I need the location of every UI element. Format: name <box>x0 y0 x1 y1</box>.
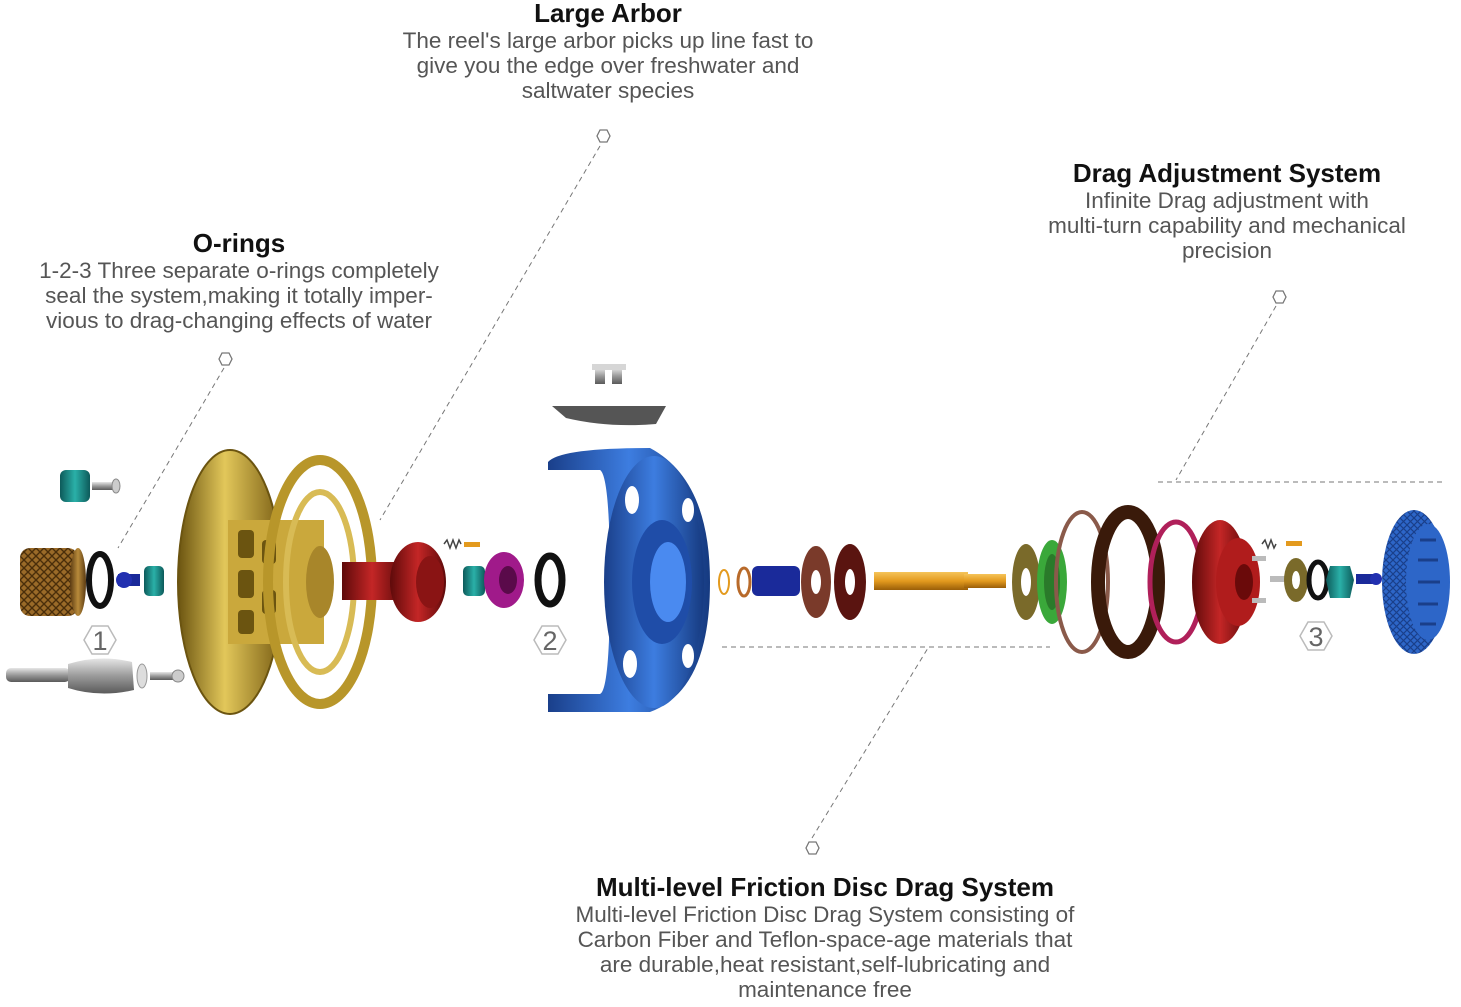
orange-pin-small <box>1286 541 1302 546</box>
teal-spacer <box>144 566 164 596</box>
navy-bearing <box>752 566 800 596</box>
leader-line-friction-disc <box>811 647 929 839</box>
marker-2-label: 2 <box>542 626 557 656</box>
drag-adjustment-line-1: Infinite Drag adjustment with <box>1085 188 1369 213</box>
hex-marker-icon <box>1272 290 1287 304</box>
frame-screw-1 <box>595 368 605 384</box>
drag-adjustment-title: Drag Adjustment System <box>1072 158 1382 188</box>
o-rings-title: O-rings <box>192 228 286 258</box>
hex-marker-icon <box>218 352 233 366</box>
handle-screw <box>150 672 176 680</box>
drag-knob-ribs <box>1418 538 1440 626</box>
orange-shaft-tip <box>964 574 1006 588</box>
handle-knob <box>68 658 134 694</box>
olive-washer-bore <box>1021 568 1031 596</box>
red-hub-assembly <box>342 537 566 622</box>
hex-marker-icon <box>596 129 611 143</box>
leader-markers <box>218 129 1287 855</box>
friction-disc-line-1: Multi-level Friction Disc Drag System co… <box>575 902 1075 927</box>
drag-adjustment-assembly <box>1054 505 1450 659</box>
carbon-disc-bore <box>845 569 855 595</box>
leader-line-drag-adjustment <box>1175 305 1277 481</box>
teal-cap <box>60 470 90 502</box>
friction-disc-line-4: maintenance free <box>738 977 912 1002</box>
marker-2: 2 <box>533 625 567 656</box>
frame-hub <box>650 542 686 622</box>
teal-hex-nut <box>1326 566 1354 598</box>
small-washer-2 <box>736 566 752 598</box>
o-rings-line-2: seal the system,making it totally imper- <box>45 283 433 308</box>
handle-screw-head <box>171 669 185 683</box>
teal-bushing <box>463 566 485 596</box>
friction-disc-line-3: are durable,heat resistant,self-lubricat… <box>599 952 1051 977</box>
o-ring-2 <box>534 552 566 608</box>
large-arbor-line-3: saltwater species <box>521 78 695 103</box>
knurled-nut <box>20 548 78 616</box>
navy-pin-head <box>116 572 132 588</box>
leader-line-o-rings <box>117 367 225 549</box>
black-brown-cup <box>1091 505 1165 659</box>
frame-screw-2 <box>612 368 622 384</box>
left-assembly <box>6 470 185 694</box>
marker-1: 1 <box>83 625 117 656</box>
marker-1-label: 1 <box>92 626 107 656</box>
o-rings-line-3: vious to drag-changing effects of water <box>45 308 433 333</box>
drag-pin-1 <box>1252 556 1266 561</box>
friction-disc-title: Multi-level Friction Disc Drag System <box>595 872 1054 902</box>
handle-shaft <box>6 668 70 682</box>
red-hub-face <box>416 556 444 608</box>
orange-pin <box>464 542 480 547</box>
purple-nut-bore <box>499 566 517 594</box>
small-screw-head <box>111 478 121 494</box>
knurled-nut-face <box>70 548 86 616</box>
brown-disc-1-bore <box>811 570 821 594</box>
gold-spool <box>177 449 377 715</box>
drag-pin-2 <box>1252 598 1266 603</box>
callout-drag-adjustment: Drag Adjustment System Infinite Drag adj… <box>1010 158 1444 263</box>
callout-friction-disc: Multi-level Friction Disc Drag System Mu… <box>530 872 1120 1002</box>
o-ring-3 <box>1306 559 1330 601</box>
reel-seat-foot <box>552 406 666 426</box>
friction-disc-line-2: Carbon Fiber and Teflon-space-age materi… <box>577 927 1073 952</box>
small-washer-1 <box>718 569 730 595</box>
handle-washer <box>136 663 148 689</box>
o-rings-line-1: 1-2-3 Three separate o-rings completely <box>39 258 439 283</box>
frame-windows <box>623 486 694 678</box>
leader-line-large-arbor <box>379 145 601 521</box>
large-arbor-line-1: The reel's large arbor picks up line fas… <box>402 28 814 53</box>
drag-adjustment-line-2: multi-turn capability and mechanical <box>1048 213 1406 238</box>
orange-shaft <box>874 572 968 590</box>
friction-disc-stack <box>718 540 1067 624</box>
blue-frame <box>548 364 710 712</box>
navy-pin-right <box>1356 574 1374 584</box>
callout-large-arbor: Large Arbor The reel's large arbor picks… <box>360 0 856 103</box>
red-drag-bore <box>1235 564 1253 600</box>
marker-3: 3 <box>1299 621 1333 652</box>
frame-screw-heads <box>592 364 626 370</box>
navy-pin-right-head <box>1370 573 1382 585</box>
hex-marker-icon <box>805 841 820 855</box>
large-arbor-title: Large Arbor <box>534 0 682 28</box>
olive-washer-small-bore <box>1292 571 1300 589</box>
spring-icon <box>1261 537 1277 551</box>
leader-lines <box>117 145 1444 839</box>
callout-o-rings: O-rings 1-2-3 Three separate o-rings com… <box>8 228 470 333</box>
brown-ring-large <box>1054 510 1110 654</box>
o-ring-1 <box>86 551 114 609</box>
spool-hub <box>306 546 334 618</box>
small-screw <box>92 482 114 490</box>
large-arbor-line-2: give you the edge over freshwater and <box>416 53 800 78</box>
drag-adjustment-line-3: precision <box>1181 238 1273 263</box>
pin-silver <box>1270 576 1286 582</box>
marker-3-label: 3 <box>1308 622 1323 652</box>
spring-icon <box>443 537 462 551</box>
